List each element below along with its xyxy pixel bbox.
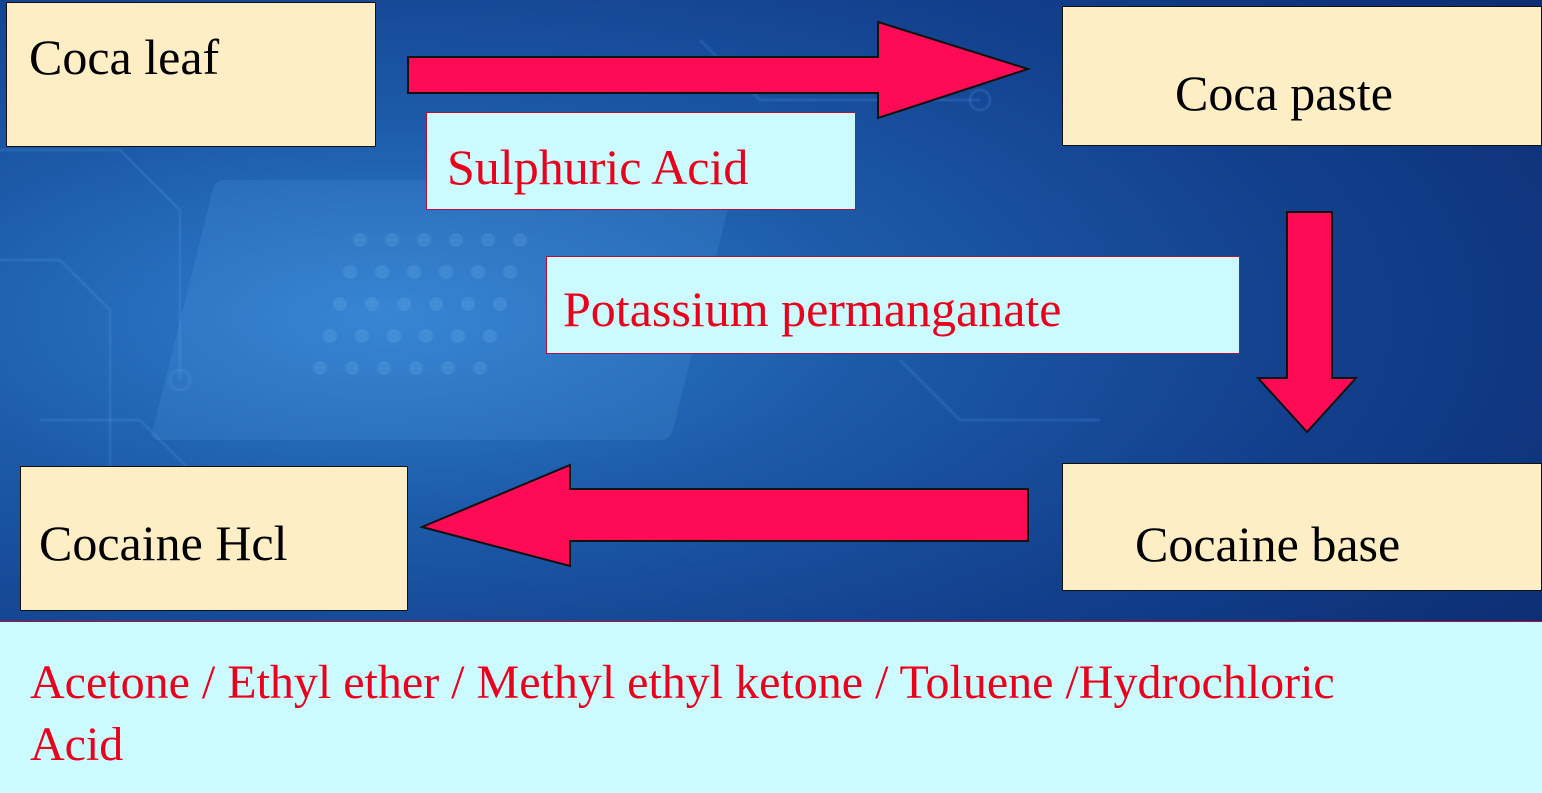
node-coca-paste-label: Coca paste — [1175, 65, 1393, 121]
node-coca-leaf: Coca leaf — [6, 2, 376, 147]
node-coca-paste: Coca paste — [1062, 6, 1542, 146]
reagent-sulphuric-acid-label: Sulphuric Acid — [447, 139, 749, 195]
reagent-potassium-permanganate-label: Potassium permanganate — [563, 281, 1062, 337]
node-cocaine-hcl-label: Cocaine Hcl — [39, 515, 288, 571]
node-cocaine-base-label: Cocaine base — [1135, 516, 1401, 572]
reagent-sulphuric-acid: Sulphuric Acid — [426, 112, 856, 210]
reagent-potassium-permanganate: Potassium permanganate — [546, 256, 1240, 354]
reagent-solvents-line-1: Acetone / Ethyl ether / Methyl ethyl ket… — [30, 656, 1335, 709]
node-cocaine-hcl: Cocaine Hcl — [20, 466, 408, 611]
reagent-solvents-line-2: Acid — [30, 718, 124, 772]
reagent-solvents: Acetone / Ethyl ether / Methyl ethyl ket… — [0, 621, 1542, 793]
node-coca-leaf-label: Coca leaf — [29, 29, 220, 85]
node-cocaine-base: Cocaine base — [1062, 463, 1542, 591]
